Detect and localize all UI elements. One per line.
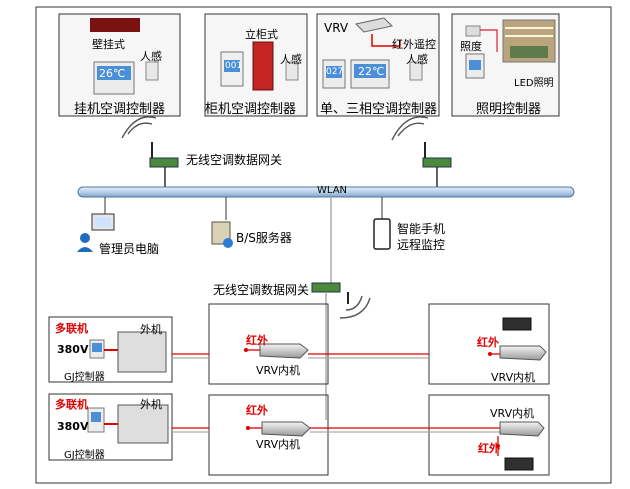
controller-box-cabinet	[204, 13, 308, 117]
admin-pc-label: 管理员电脑	[99, 242, 160, 256]
cabinet-controller-title: 柜机空调控制器	[205, 102, 297, 117]
system1-indoor-label-2: VRV内机	[491, 371, 536, 384]
system2-controller-label: GJ控制器	[64, 450, 105, 461]
ceiling-unit-icon	[354, 17, 394, 33]
server-icon	[211, 221, 233, 248]
gateway-icon-bottom	[311, 282, 371, 319]
system2-indoor-label-1: VRV内机	[256, 438, 301, 451]
system2-indoor-label-2: VRV内机	[490, 407, 535, 420]
wall-sensor-label: 人感	[140, 50, 162, 63]
wall-display-text: 26℃	[99, 67, 126, 80]
wlan-bus	[77, 186, 575, 198]
gateway-icon-right	[391, 116, 452, 168]
wlan-label: WLAN	[317, 185, 348, 196]
vrv-type-label: VRV	[324, 21, 349, 35]
vrv-controller-title: 单、三相空调控制器	[320, 102, 438, 117]
ir-remote-label: 红外遥控	[392, 38, 436, 51]
lux-label: 照度	[460, 40, 482, 53]
cabinet-display-text: 001	[225, 61, 243, 71]
led-label: LED照明	[514, 78, 554, 89]
system1-title: 多联机	[55, 322, 88, 335]
system1-ir-label-2: 红外	[477, 336, 499, 349]
system1-box	[48, 316, 173, 383]
system2-ir-label-2: 红外	[478, 442, 500, 455]
gateway-label-top: 无线空调数据网关	[186, 153, 283, 167]
indoor-unit-icon-1	[259, 343, 309, 359]
vrv-small-display: 027	[326, 67, 344, 77]
system1-indoor-label-1: VRV内机	[256, 364, 301, 377]
controller-box-wall	[58, 13, 181, 117]
system2-voltage: 380V	[57, 420, 89, 433]
phone-label-2: 远程监控	[397, 238, 446, 252]
cabinet-sensor-label: 人感	[280, 53, 302, 66]
indoor-unit-icon-3	[261, 421, 311, 437]
cabinet-ac-icon	[252, 41, 274, 91]
system2-ir-label-1: 红外	[246, 404, 268, 417]
led-panel-icon	[90, 18, 140, 32]
system2-title: 多联机	[55, 398, 88, 411]
system2-box	[48, 393, 173, 461]
system1-indoor-box-2	[428, 303, 550, 385]
phone-icon	[373, 218, 391, 250]
system2-indoor-box-2	[428, 394, 550, 476]
lighting-controller-title: 照明控制器	[476, 102, 542, 117]
system1-outdoor-label: 外机	[140, 323, 162, 336]
ir-link-line	[371, 34, 401, 47]
system2-outdoor-label: 外机	[140, 398, 162, 411]
system1-voltage: 380V	[57, 343, 89, 356]
system2-indoor-box-1	[208, 394, 329, 476]
gateway-label-bottom: 无线空调数据网关	[213, 283, 310, 297]
indoor-unit-icon-4	[499, 421, 545, 437]
wall-panel-icon	[502, 317, 532, 331]
outdoor-unit-icon-2	[117, 404, 169, 444]
controller-box-lighting	[451, 13, 560, 117]
admin-pc-icon	[77, 213, 115, 252]
outdoor-unit-icon	[117, 331, 167, 373]
vrv-sensor-label: 人感	[406, 53, 428, 66]
vrv-display-text: 22℃	[358, 65, 385, 78]
lux-sensor-icon	[465, 25, 481, 37]
system1-controller-label: GJ控制器	[64, 372, 105, 383]
system1-indoor-box-1	[208, 303, 329, 385]
controller-box-vrv	[316, 13, 440, 117]
wall-controller-title: 挂机空调控制器	[74, 102, 166, 117]
indoor-unit-icon-2	[499, 345, 547, 361]
cabinet-type-label: 立柜式	[245, 28, 278, 41]
motion-sensor-icon-3	[409, 61, 423, 81]
wall-type-label: 壁挂式	[92, 38, 125, 51]
phone-label-1: 智能手机	[397, 222, 446, 236]
gateway-icon-left	[121, 116, 179, 168]
motion-sensor-icon	[145, 61, 159, 81]
server-label: B/S服务器	[236, 231, 292, 245]
motion-sensor-icon-2	[285, 61, 299, 81]
outer-border	[35, 6, 612, 484]
wall-panel-icon-2	[504, 457, 534, 471]
system1-ir-label-1: 红外	[246, 334, 268, 347]
